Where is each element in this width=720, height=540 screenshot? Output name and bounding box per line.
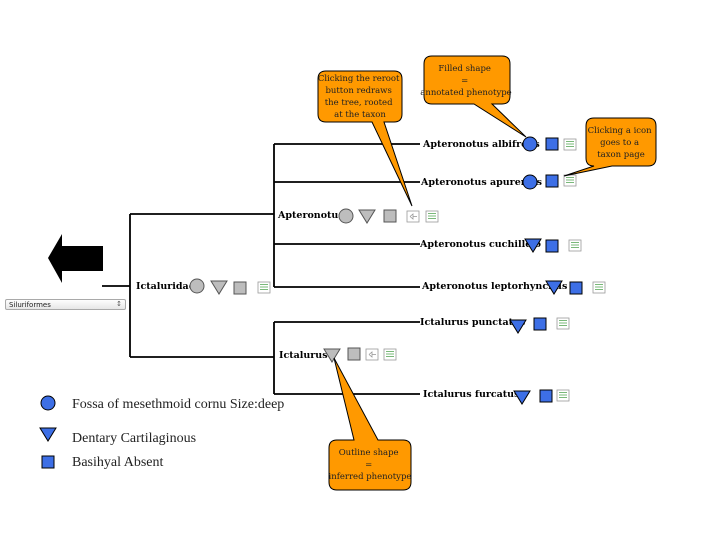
taxon-page-icon[interactable] bbox=[556, 317, 570, 330]
taxon-label-apteronotus[interactable]: Apteronotus bbox=[277, 210, 344, 221]
svg-text:Outline shape = in: Outline shape = inferred phenotype bbox=[329, 448, 412, 482]
taxon-label-i-punctatus[interactable]: Ictalurus punctatus bbox=[420, 317, 525, 328]
svg-text:Clicking the reroot butt: Clicking the reroot button redraws the t… bbox=[318, 74, 402, 120]
callout-line: the tree, rooted bbox=[325, 98, 393, 108]
taxon-page-icon[interactable] bbox=[563, 174, 577, 187]
taxon-page-icon[interactable] bbox=[563, 138, 577, 151]
legend: Fossa of mesethmoid cornu Size:deep Dent… bbox=[39, 395, 284, 470]
circle-filled-icon[interactable] bbox=[522, 136, 538, 152]
taxon-label-ictaluridae[interactable]: Ictaluridae bbox=[136, 281, 195, 292]
taxon-page-icon[interactable] bbox=[592, 281, 606, 294]
square-filled-icon[interactable] bbox=[545, 137, 559, 151]
taxon-page-icon[interactable] bbox=[383, 348, 397, 361]
legend-triangle-icon bbox=[39, 427, 57, 442]
square-outline-icon[interactable] bbox=[383, 209, 397, 223]
taxon-select-value: Siluriformes bbox=[9, 301, 51, 309]
square-filled-icon[interactable] bbox=[545, 174, 559, 188]
circle-outline-icon[interactable] bbox=[189, 278, 205, 294]
triangle-filled-icon[interactable] bbox=[513, 390, 531, 405]
svg-text:Filled shape = ann: Filled shape = annotated phenotype bbox=[420, 64, 511, 98]
taxon-label-i-furcatus[interactable]: Ictalurus furcatus bbox=[423, 389, 519, 400]
triangle-filled-icon[interactable] bbox=[524, 238, 542, 253]
taxon-page-icon[interactable] bbox=[257, 281, 271, 294]
callout-line: = bbox=[461, 76, 468, 86]
circle-filled-icon[interactable] bbox=[522, 174, 538, 190]
taxon-label-a-apurensis[interactable]: Apteronotus apurensis bbox=[420, 177, 542, 188]
square-outline-icon[interactable] bbox=[347, 347, 361, 361]
square-filled-icon[interactable] bbox=[539, 389, 553, 403]
callout-icon-page: Clicking a icon goes to a taxon page bbox=[563, 117, 657, 177]
triangle-outline-icon[interactable] bbox=[210, 280, 228, 295]
up-down-arrows-icon: ↕ bbox=[116, 300, 122, 308]
square-filled-icon[interactable] bbox=[533, 317, 547, 331]
callout-reroot: Clicking the reroot button redraws the t… bbox=[317, 70, 413, 207]
taxon-label-ictalurus[interactable]: Ictalurus bbox=[279, 350, 328, 361]
legend-circle-icon bbox=[40, 395, 56, 411]
taxon-label-a-albifrons[interactable]: Apteronotus albifrons bbox=[422, 139, 540, 150]
reroot-icon[interactable] bbox=[365, 348, 379, 361]
callout-filled-shape: Filled shape = annotated phenotype bbox=[420, 55, 527, 138]
square-filled-icon[interactable] bbox=[545, 239, 559, 253]
taxon-select[interactable]: Siluriformes ↕ bbox=[5, 299, 126, 310]
callout-line: taxon page bbox=[597, 150, 645, 160]
legend-label: Basihyal Absent bbox=[72, 455, 163, 470]
callout-line: Filled shape bbox=[438, 64, 491, 74]
callout-outline-shape: Outline shape = inferred phenotype bbox=[328, 357, 412, 491]
reroot-icon[interactable] bbox=[406, 210, 420, 223]
legend-label: Dentary Cartilaginous bbox=[72, 431, 196, 446]
callout-line: button redraws bbox=[325, 86, 391, 96]
taxon-page-icon[interactable] bbox=[425, 210, 439, 223]
taxon-label-a-cuchillejo[interactable]: Apteronotus cuchillejo bbox=[419, 239, 541, 250]
square-outline-icon[interactable] bbox=[233, 281, 247, 295]
callout-line: at the taxon bbox=[334, 110, 386, 120]
legend-label: Fossa of mesethmoid cornu Size:deep bbox=[72, 397, 284, 412]
callout-line: Clicking a icon bbox=[588, 126, 653, 136]
taxon-page-icon[interactable] bbox=[568, 239, 582, 252]
triangle-outline-icon[interactable] bbox=[358, 209, 376, 224]
taxon-page-icon[interactable] bbox=[556, 389, 570, 402]
triangle-filled-icon[interactable] bbox=[545, 280, 563, 295]
callout-line: goes to a bbox=[600, 138, 639, 148]
legend-square-icon bbox=[41, 455, 55, 469]
callout-line: Outline shape bbox=[339, 448, 399, 458]
circle-outline-icon[interactable] bbox=[338, 208, 354, 224]
callout-line: inferred phenotype bbox=[329, 472, 412, 482]
callout-line: annotated phenotype bbox=[420, 88, 511, 98]
triangle-filled-icon[interactable] bbox=[509, 319, 527, 334]
taxon-label-a-leptorhynchus[interactable]: Apteronotus leptorhynchus bbox=[421, 281, 567, 292]
callout-line: = bbox=[365, 460, 372, 470]
svg-text:Clicking a icon goes to: Clicking a icon goes to a taxon page bbox=[588, 126, 655, 160]
back-arrow-icon[interactable] bbox=[48, 234, 103, 283]
tree-branches bbox=[102, 143, 420, 395]
square-filled-icon[interactable] bbox=[569, 281, 583, 295]
triangle-outline-icon[interactable] bbox=[323, 348, 341, 363]
callout-line: Clicking the reroot bbox=[318, 74, 400, 84]
